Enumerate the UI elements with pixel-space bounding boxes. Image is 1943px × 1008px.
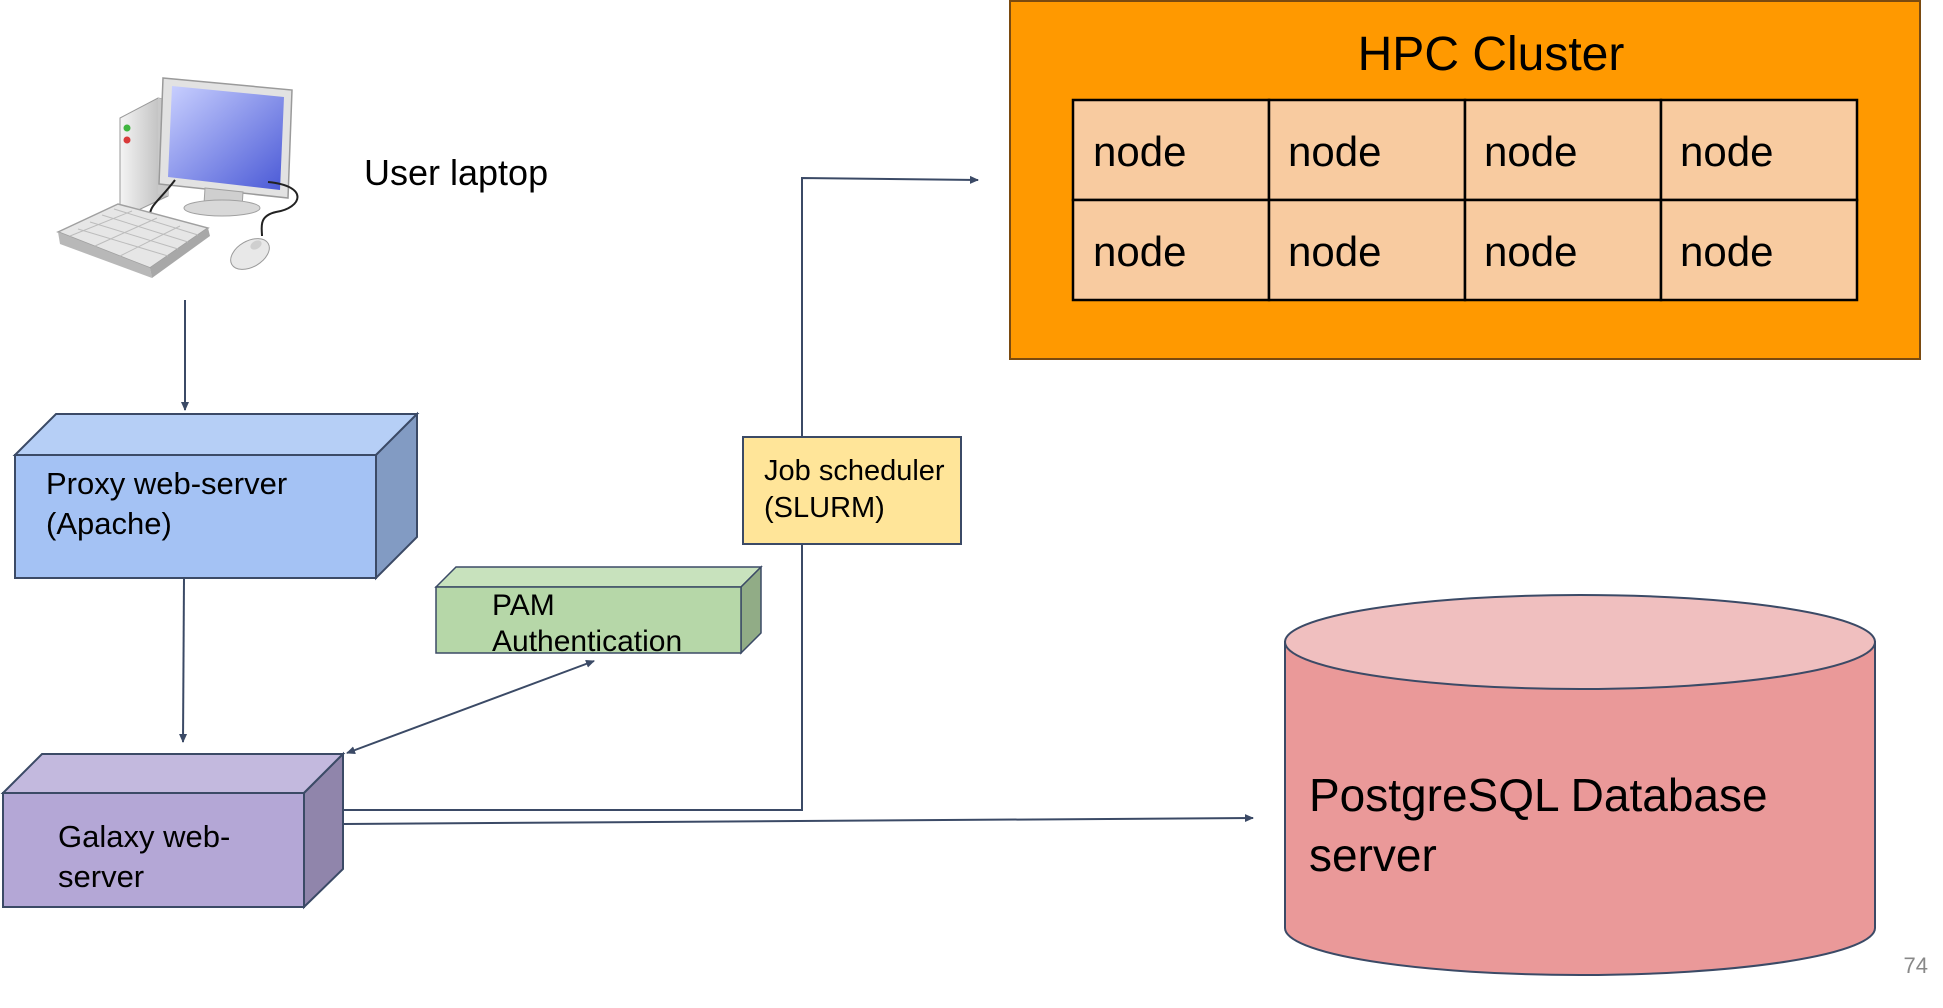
galaxy-web-server-box: Galaxy web- server: [0, 751, 346, 910]
scheduler-box-rect: [742, 436, 962, 545]
arrow-scheduler-to-hpc: [801, 175, 979, 436]
proxy-server-label-line1: Proxy web-server: [46, 466, 287, 501]
hpc-node-label: node: [1484, 228, 1577, 275]
hpc-node-cell: [1267, 198, 1467, 302]
hpc-node-label: node: [1680, 128, 1773, 175]
hpc-node-label: node: [1093, 128, 1186, 175]
galaxy-server-label-line2: server: [58, 859, 144, 894]
galaxy-box-top: [0, 753, 346, 794]
proxy-server-label-line2: (Apache): [46, 506, 172, 541]
pam-box-top: [434, 566, 763, 588]
hpc-node-grid: node node node node node node node node: [1071, 98, 1859, 302]
computer-icon: [56, 77, 299, 278]
hpc-cluster: HPC Cluster node node node node node nod…: [1009, 0, 1921, 360]
hpc-cluster-title: HPC Cluster: [1358, 28, 1625, 81]
scheduler-label-line1: Job scheduler: [764, 455, 945, 487]
database-cylinder-top: [1284, 594, 1876, 690]
proxy-web-server-box: Proxy web-server (Apache): [12, 411, 420, 581]
pam-box-front: [435, 586, 742, 654]
database-cylinder: PostgreSQL Database server: [1284, 594, 1876, 976]
user-laptop-label: User laptop: [364, 152, 548, 193]
job-scheduler-box: Job scheduler (SLURM): [742, 436, 962, 545]
hpc-node-label: node: [1288, 228, 1381, 275]
hpc-node-cell: [1071, 98, 1271, 202]
hpc-node-label: node: [1093, 228, 1186, 275]
proxy-box-front: [14, 454, 377, 579]
hpc-node-label: node: [1680, 228, 1773, 275]
pam-label-line1: PAM: [492, 589, 555, 622]
hpc-node-cell: [1463, 198, 1663, 302]
arrow-galaxy-pam: [346, 660, 595, 754]
pam-authentication-box: PAM Authentication: [434, 565, 763, 658]
hpc-node-cell: [1659, 98, 1859, 202]
proxy-box-top: [12, 413, 420, 456]
pam-label-line2: Authentication: [492, 625, 682, 658]
database-cylinder-body: [1284, 641, 1876, 976]
scheduler-label-line2: (SLURM): [764, 492, 885, 524]
hpc-node-cell: [1267, 98, 1467, 202]
connectors: [179, 175, 1254, 825]
galaxy-box-front: [2, 792, 305, 908]
arrow-proxy-to-galaxy: [179, 577, 188, 743]
hpc-node-cell: [1071, 198, 1271, 302]
database-label-line1: PostgreSQL Database: [1309, 769, 1768, 821]
hpc-node-label: node: [1288, 128, 1381, 175]
database-label-line2: server: [1309, 829, 1437, 881]
arrow-galaxy-to-database: [343, 814, 1254, 825]
line-galaxy-to-scheduler: [344, 544, 803, 811]
hpc-node-cell: [1659, 198, 1859, 302]
hpc-node-label: node: [1484, 128, 1577, 175]
slide-number: 74: [1904, 953, 1928, 978]
galaxy-server-label-line1: Galaxy web-: [58, 819, 230, 854]
